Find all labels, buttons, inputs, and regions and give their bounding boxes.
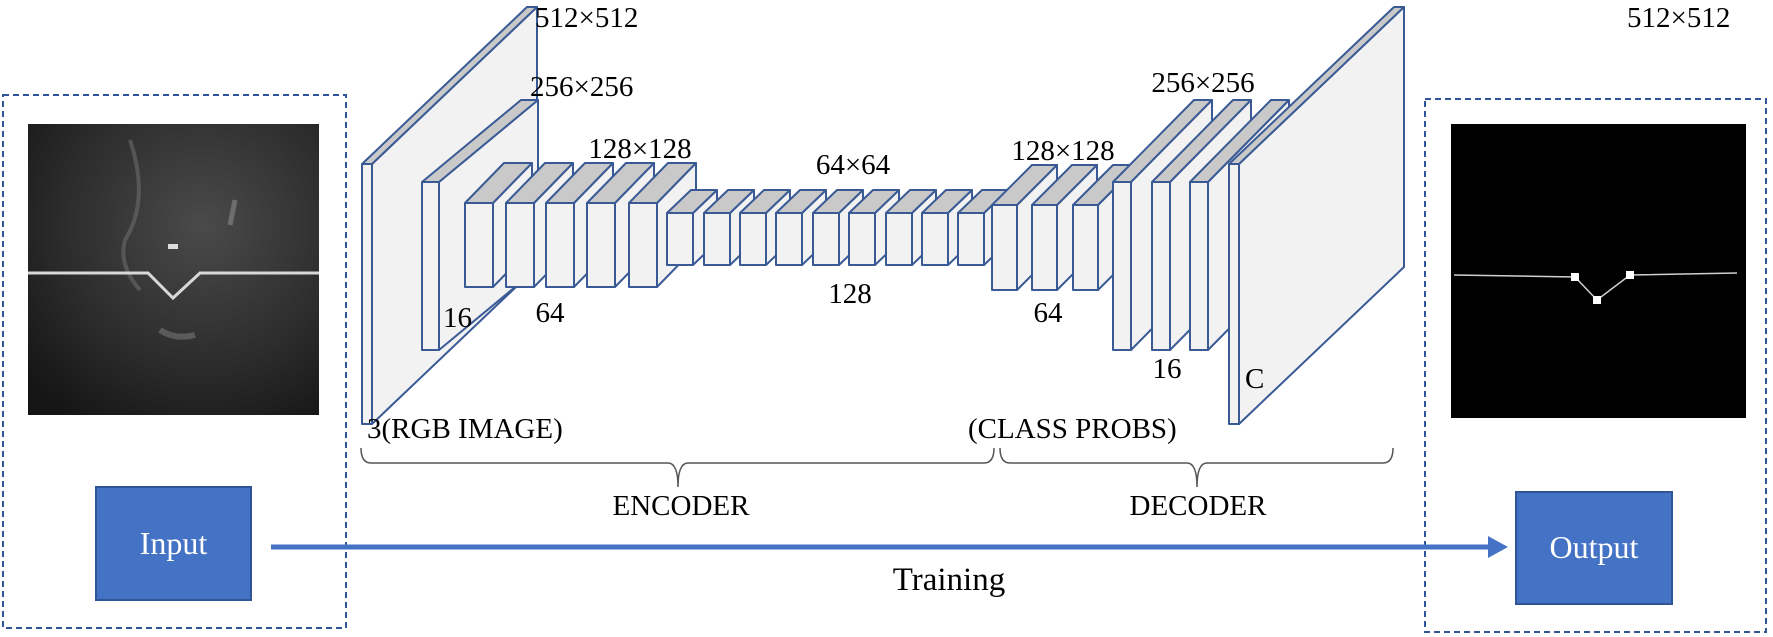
decoder-size-256: 256×256 xyxy=(1151,67,1254,99)
decoder-brace xyxy=(999,447,1394,488)
layer-front-face xyxy=(361,163,373,425)
layer-front-face xyxy=(666,212,694,266)
decoder-layer-512 xyxy=(1228,6,1405,425)
input-panel-border xyxy=(2,94,347,629)
input-image xyxy=(28,124,319,415)
layer-front-face xyxy=(1189,181,1209,351)
layer-front-face xyxy=(421,181,440,351)
layer-front-face xyxy=(775,212,803,266)
decoder-channels-64: 64 xyxy=(1034,297,1064,329)
layer-front-face xyxy=(1031,204,1058,291)
encoder-title: ENCODER xyxy=(613,490,751,522)
decoder-channels-16: 16 xyxy=(1153,353,1182,385)
encoder-size-128: 128×128 xyxy=(588,133,691,165)
training-label: Training xyxy=(893,562,1005,598)
input-button[interactable]: Input xyxy=(95,486,252,601)
encoder-channels-16: 16 xyxy=(443,302,472,334)
layer-front-face xyxy=(991,204,1018,291)
decoder-size-512: 512×512 xyxy=(1627,2,1730,34)
bottleneck-size-64: 64×64 xyxy=(816,149,891,181)
layer-front-face xyxy=(739,212,767,266)
layer-front-face xyxy=(505,202,535,288)
layer-front-face xyxy=(1112,181,1132,351)
layer-front-face xyxy=(545,202,575,288)
layer-front-face xyxy=(1072,204,1099,291)
layer-front-face xyxy=(921,212,949,266)
layer-front-face xyxy=(1151,181,1171,351)
layer-front-face xyxy=(586,202,616,288)
layer-front-face xyxy=(1228,163,1240,425)
output-button-label: Output xyxy=(1550,529,1639,565)
encoder-size-256: 256×256 xyxy=(530,71,633,103)
layer-front-face xyxy=(703,212,731,266)
output-classes-label: (CLASS PROBS) xyxy=(968,413,1177,445)
network-layers xyxy=(361,6,1405,425)
training-arrow xyxy=(271,536,1508,558)
decoder-title: DECODER xyxy=(1130,490,1268,522)
input-channels-label: 3(RGB IMAGE) xyxy=(367,413,563,445)
layer-front-face xyxy=(957,212,985,266)
decoder-channels-c: C xyxy=(1245,363,1264,395)
output-button[interactable]: Output xyxy=(1515,491,1673,605)
output-panel-border xyxy=(1424,98,1767,633)
encoder-size-512: 512×512 xyxy=(535,2,638,34)
layer-front-face xyxy=(812,212,840,266)
layer-front-face xyxy=(848,212,876,266)
decoder-size-128: 128×128 xyxy=(1011,135,1114,167)
layer-front-face xyxy=(628,202,658,288)
encoder-brace xyxy=(360,447,995,488)
layer-side-face xyxy=(1238,6,1405,425)
output-image xyxy=(1451,124,1746,418)
bottleneck-channels-128: 128 xyxy=(828,278,872,310)
input-button-label: Input xyxy=(140,525,208,561)
encoder-channels-64: 64 xyxy=(536,297,566,329)
layer-front-face xyxy=(464,202,494,288)
layer-front-face xyxy=(885,212,913,266)
